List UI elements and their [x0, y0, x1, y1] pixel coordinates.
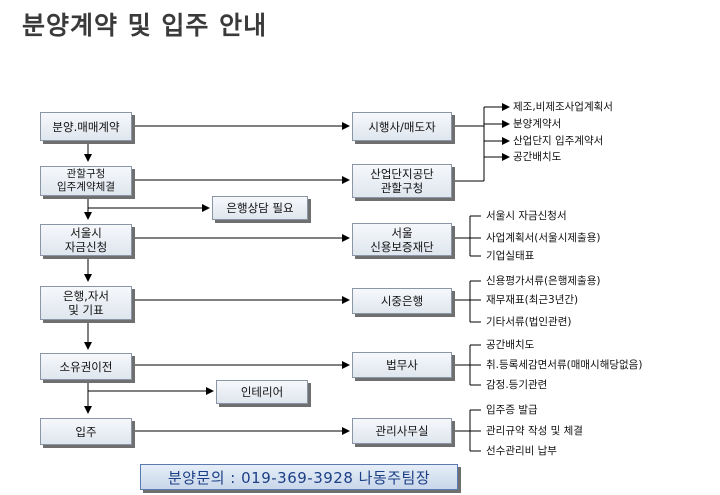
- document-item: 관리규약 작성 및 체결: [486, 425, 583, 437]
- document-item: 입주증 발급: [486, 404, 538, 416]
- agency-label: 시중은행: [380, 294, 424, 308]
- agency-label: 서울 신용보증재단: [370, 225, 434, 254]
- document-item: 감정.등기관련: [486, 379, 548, 391]
- branch-label: 은행상담 필요: [226, 201, 294, 215]
- contact-text: 분양문의 : 019-369-3928 나동주팀장: [167, 468, 431, 487]
- agency-label: 시행사/매도자: [368, 119, 436, 134]
- agency-box-industrial-complex: 산업단지공단 관할구청: [352, 164, 452, 198]
- branch-box-bank-consult: 은행상담 필요: [212, 196, 308, 220]
- agency-label: 법무사: [386, 358, 418, 372]
- document-item: 산업단지 입주계약서: [513, 135, 604, 147]
- agency-box-commercial-bank: 시중은행: [352, 288, 452, 314]
- agency-box-legal-scrivener: 법무사: [352, 352, 452, 378]
- agency-label: 산업단지공단 관할구청: [370, 167, 434, 195]
- document-item: 공간배치도: [486, 339, 535, 351]
- step-label: 소유권이전: [59, 359, 113, 374]
- agency-box-credit-foundation: 서울 신용보증재단: [352, 223, 452, 256]
- document-item: 재무재표(최근3년간): [486, 294, 579, 306]
- step-label: 은행,자서 및 기표: [63, 289, 109, 317]
- document-item: 공간배치도: [513, 151, 562, 163]
- branch-label: 인테리어: [240, 385, 284, 399]
- step-label: 서울시 자금신청: [64, 226, 108, 254]
- document-item: 서울시 자금신청서: [486, 210, 567, 222]
- step-box-bank: 은행,자서 및 기표: [40, 286, 132, 320]
- document-item: 제조,비제조사업계획서: [513, 101, 613, 113]
- step-label: 입주: [75, 424, 97, 439]
- step-box-move-in: 입주: [40, 418, 132, 445]
- document-item: 분양계약서: [513, 118, 562, 130]
- document-item: 기업실태표: [486, 250, 535, 262]
- contact-banner: 분양문의 : 019-369-3928 나동주팀장: [140, 464, 458, 490]
- agency-box-management-office: 관리사무실: [352, 418, 452, 444]
- branch-box-interior: 인테리어: [216, 380, 308, 404]
- page-title: 분양계약 및 입주 안내: [22, 11, 268, 40]
- step-label: 분양.매매계약: [52, 119, 120, 134]
- document-item: 취.등록세감면서류(매매시해당없음): [486, 359, 643, 371]
- step-label: 관할구청 입주계약체결: [57, 168, 115, 193]
- step-box-district-office: 관할구청 입주계약체결: [40, 166, 132, 196]
- document-item: 사업계획서(서울시제출용): [486, 232, 601, 244]
- document-item: 신용평가서류(은행제출용): [486, 275, 601, 287]
- document-item: 기타서류(법인관련): [486, 316, 572, 328]
- document-item: 선수관리비 납부: [486, 445, 557, 457]
- agency-label: 관리사무실: [375, 424, 429, 438]
- step-box-ownership-transfer: 소유권이전: [40, 353, 132, 380]
- step-box-sales-contract: 분양.매매계약: [40, 112, 132, 141]
- step-box-seoul-fund: 서울시 자금신청: [40, 224, 132, 256]
- agency-box-developer: 시행사/매도자: [352, 112, 452, 141]
